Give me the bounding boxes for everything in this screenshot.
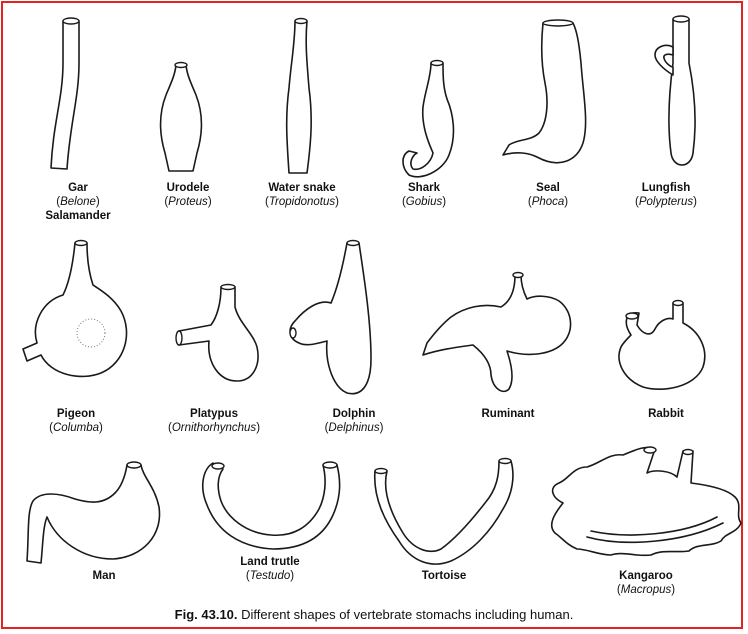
stomach-illustrations — [3, 3, 745, 603]
label-man: Man — [29, 569, 179, 583]
sci-pigeon: (Columba) — [1, 421, 151, 435]
name-rabbit: Rabbit — [591, 407, 741, 421]
name-man: Man — [29, 569, 179, 583]
figure-caption: Fig. 43.10. Different shapes of vertebra… — [3, 607, 745, 622]
label-lungfish: Lungfish (Polypterus) — [591, 181, 741, 209]
tortoise-stomach-drawing — [375, 459, 513, 565]
figure-number: Fig. 43.10. — [175, 607, 238, 622]
man-stomach-drawing — [27, 462, 160, 563]
sci-kangaroo: (Macropus) — [571, 583, 721, 597]
sci-land-turtle: (Testudo) — [195, 569, 345, 583]
figure-caption-text: Different shapes of vertebrate stomachs … — [241, 607, 573, 622]
water-snake-stomach-drawing — [287, 19, 311, 174]
label-dolphin: Dolphin (Delphinus) — [279, 407, 429, 435]
label-tortoise: Tortoise — [369, 569, 519, 583]
label-ruminant: Ruminant — [433, 407, 583, 421]
name-pigeon: Pigeon — [1, 407, 151, 421]
rabbit-stomach-drawing — [619, 301, 705, 390]
label-pigeon: Pigeon (Columba) — [1, 407, 151, 435]
name-gar-extra: Salamander — [3, 209, 153, 223]
name-kangaroo: Kangaroo — [571, 569, 721, 583]
name-platypus: Platypus — [139, 407, 289, 421]
name-lungfish: Lungfish — [591, 181, 741, 195]
platypus-stomach-drawing — [176, 285, 258, 382]
shark-stomach-drawing — [403, 61, 453, 177]
label-land-turtle: Land trutle (Testudo) — [195, 555, 345, 583]
name-land-turtle: Land trutle — [195, 555, 345, 569]
label-rabbit: Rabbit — [591, 407, 741, 421]
name-ruminant: Ruminant — [433, 407, 583, 421]
label-platypus: Platypus (Ornithorhynchus) — [139, 407, 289, 435]
lungfish-stomach-drawing — [655, 16, 695, 165]
name-tortoise: Tortoise — [369, 569, 519, 583]
seal-stomach-drawing — [503, 20, 586, 163]
name-dolphin: Dolphin — [279, 407, 429, 421]
sci-dolphin: (Delphinus) — [279, 421, 429, 435]
pigeon-stomach-drawing — [23, 241, 127, 377]
urodele-stomach-drawing — [161, 63, 202, 172]
ruminant-stomach-drawing — [423, 273, 571, 392]
kangaroo-stomach-drawing — [552, 447, 741, 555]
land-turtle-stomach-drawing — [203, 462, 340, 549]
sci-lungfish: (Polypterus) — [591, 195, 741, 209]
sci-platypus: (Ornithorhynchus) — [139, 421, 289, 435]
label-kangaroo: Kangaroo (Macropus) — [571, 569, 721, 597]
gar-stomach-drawing — [51, 18, 79, 169]
dolphin-stomach-drawing — [290, 241, 371, 394]
